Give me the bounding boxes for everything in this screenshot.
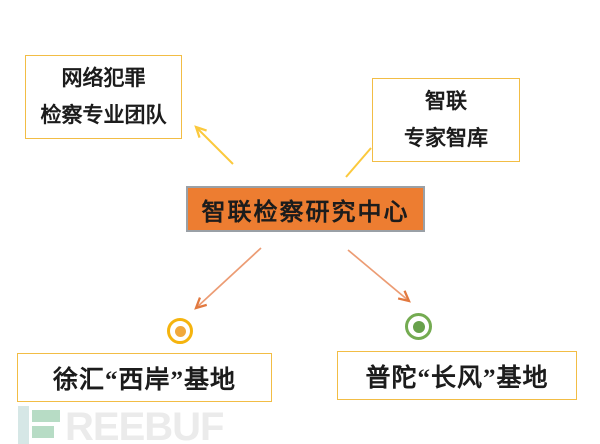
arrow-center-to-team [196,127,234,165]
freebuf-watermark: REEBUF [18,404,224,444]
box-expert-thinktank: 智联 专家智库 [372,78,520,162]
freebuf-f-logo-icon [18,404,62,444]
freebuf-watermark-text: REEBUF [65,405,224,444]
box-putuo-base: 普陀“长风”基地 [337,351,577,400]
freebuf-logo-bottom-bar [32,426,54,438]
yellow-bullet-icon [167,318,193,344]
box-cybercrime-team-line1: 网络犯罪 [61,66,146,90]
box-expert-thinktank-line1: 智联 [425,89,467,113]
yellow-bullet-dot [174,325,186,337]
freebuf-logo-vertical-bar [18,406,29,444]
box-xuhui-base-label: 徐汇“西岸”基地 [52,366,236,394]
box-cybercrime-team-line2: 检察专业团队 [40,103,167,127]
box-research-center: 智联检察研究中心 [186,186,425,232]
box-research-center-label: 智联检察研究中心 [201,199,410,226]
box-xuhui-base: 徐汇“西岸”基地 [17,353,272,402]
green-bullet-icon [405,313,432,340]
green-bullet-dot [412,320,425,333]
line-center-to-thinktank [345,147,372,178]
arrow-center-to-xuhui [196,247,262,308]
box-cybercrime-team: 网络犯罪 检察专业团队 [25,55,182,139]
box-putuo-base-label: 普陀“长风”基地 [365,364,549,392]
freebuf-logo-top-bar [32,410,60,422]
box-expert-thinktank-line2: 专家智库 [404,126,488,150]
arrow-center-to-putuo [347,249,409,301]
